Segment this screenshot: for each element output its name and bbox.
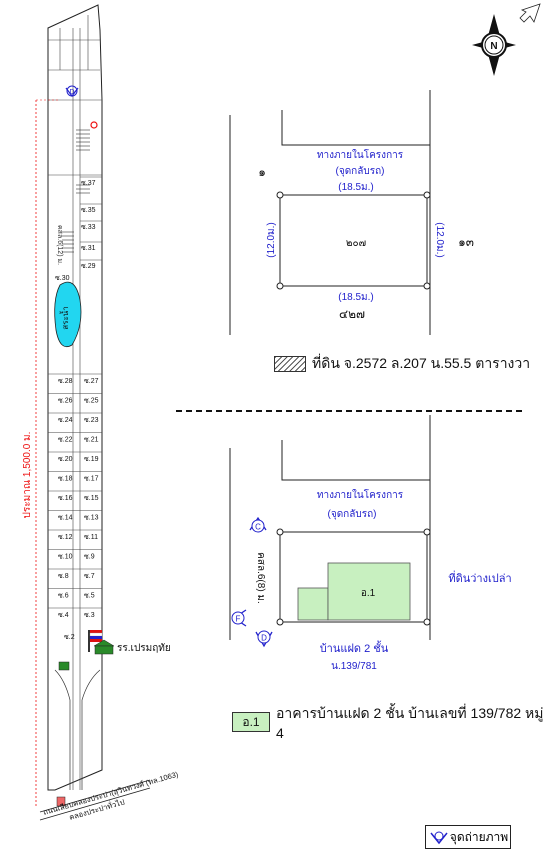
side-road-label: คสล.6(8) ม. [255,552,266,604]
parcel-number: ๒๐๗ [346,238,366,249]
subject-marker-icon [90,121,98,129]
pond-label: สระน้ำ [59,306,70,329]
building-plan: ทางภายในโครงการ (จุดกลับรถ) อ.1 คสล.6(8)… [229,415,512,672]
building-footprint [327,562,411,621]
house-label: ซ.35 [81,207,96,214]
svg-text:C: C [255,523,261,532]
svg-text:F: F [236,615,241,624]
photo-point-key-icon [430,831,448,845]
inner-road-label: คสล.6(12) ม. [56,225,63,265]
svg-text:D: D [69,89,74,96]
house-label: ซ.2 [64,634,75,641]
house-label: ซ.26 [58,398,73,405]
building-annex [297,587,329,621]
building-parcel-boundary [279,531,428,623]
house-label: ซ.19 [84,456,99,463]
house-label: ซ.27 [84,378,99,385]
cursor-arrow-icon [519,3,541,23]
house-label: ซ.31 [81,245,96,252]
village-boundary [47,4,103,791]
house-label: ซ.22 [58,437,73,444]
neighbor-left: ๑ [258,165,266,179]
school-flag-icon [88,630,115,655]
guard-house-icon [58,661,70,671]
photo-point-c-icon: C [249,516,267,533]
parcel-road-label: ทางภายในโครงการ [317,148,404,161]
neighbor-right: ๑๓ [458,235,474,249]
house-label: ซ.18 [58,476,73,483]
school-label: รร.เปรมฤทัย [117,643,171,654]
building-road-label: ทางภายในโครงการ [317,488,404,501]
house-label: ซ.17 [84,476,99,483]
house-label: ซ.37 [81,180,96,187]
building-label: อ.1 [361,588,376,599]
house-label: ซ.25 [84,398,99,405]
distance-label: ประมาณ 1,500.0 ม. [22,432,33,519]
house-label: ซ.21 [84,437,99,444]
pond [54,281,82,348]
house-label: ซ.16 [58,495,73,502]
parcel-left-dim: (12.0ม.) [266,222,277,258]
parcel-top-dim: (18.5ม.) [338,182,374,193]
house-label: ซ.6 [58,593,69,600]
building-swatch: อ.1 [232,712,270,732]
house-label: ซ.23 [84,417,99,424]
house-label: ซ.33 [81,224,96,231]
land-legend: ที่ดิน จ.2572 ล.207 น.55.5 ตารางวา [274,353,530,375]
house-label: ซ.30 [55,275,70,282]
house-label: ซ.10 [58,554,73,561]
building-bottom-label-2: น.139/781 [331,661,377,672]
north-compass-icon: N [472,14,516,76]
building-legend: อ.1 อาคารบ้านแฝด 2 ชั้น บ้านเลขที่ 139/7… [232,703,552,741]
house-label: ซ.14 [58,515,73,522]
house-label: ซ.29 [81,263,96,270]
svg-text:N: N [490,41,497,52]
parcel-right-dim: (12.0ม.) [434,222,445,258]
house-label: ซ.12 [58,534,73,541]
house-label: ซ.3 [84,612,95,619]
house-label: ซ.7 [84,573,95,580]
house-label: ซ.28 [58,378,73,385]
svg-text:D: D [261,634,267,643]
parcel-plan: ทางภายในโครงการ (จุดกลับรถ) (18.5ม.) ๒๐๗… [229,90,474,335]
hatch-swatch [274,356,306,372]
land-legend-text: ที่ดิน จ.2572 ล.207 น.55.5 ตารางวา [312,355,531,371]
photo-point-f-icon: F [231,609,247,627]
photo-point-top-icon: D [65,85,79,97]
house-label: ซ.9 [84,554,95,561]
photo-point-key-label: จุดถ่ายภาพ [449,829,509,844]
house-label: ซ.24 [58,417,73,424]
house-label: ซ.8 [58,573,69,580]
building-bottom-label-1: บ้านแฝด 2 ชั้น [320,640,389,655]
house-label: ซ.4 [58,612,69,619]
house-label: ซ.20 [58,456,73,463]
neighbor-bottom: ๔๒๗ [339,307,365,321]
building-legend-text: อาคารบ้านแฝด 2 ชั้น บ้านเลขที่ 139/782 ห… [276,705,544,741]
house-label: ซ.15 [84,495,99,502]
parcel-bottom-dim: (18.5ม.) [338,292,374,303]
village-map: สระน้ำ คสล.6(12) ม. ซ.37 ซ.35 ซ.33 ซ.31 ซ.29… [22,4,180,822]
empty-land-label: ที่ดินว่างเปล่า [448,570,511,585]
parcel-road-sub: (จุดกลับรถ) [336,166,385,177]
photo-point-key: จุดถ่ายภาพ [425,825,511,849]
house-grid [48,176,102,609]
house-label: ซ.13 [84,515,99,522]
photo-point-d-icon: D [255,630,273,648]
house-label: ซ.5 [84,593,95,600]
house-label: ซ.11 [84,534,98,541]
parcel-boundary [279,194,428,287]
house-labels: ซ.37 ซ.35 ซ.33 ซ.31 ซ.29 ซ.30 ซ.28 ซ.27 ซ.26 ซ.25… [55,180,99,641]
building-road-sub: (จุดกลับรถ) [328,509,377,520]
